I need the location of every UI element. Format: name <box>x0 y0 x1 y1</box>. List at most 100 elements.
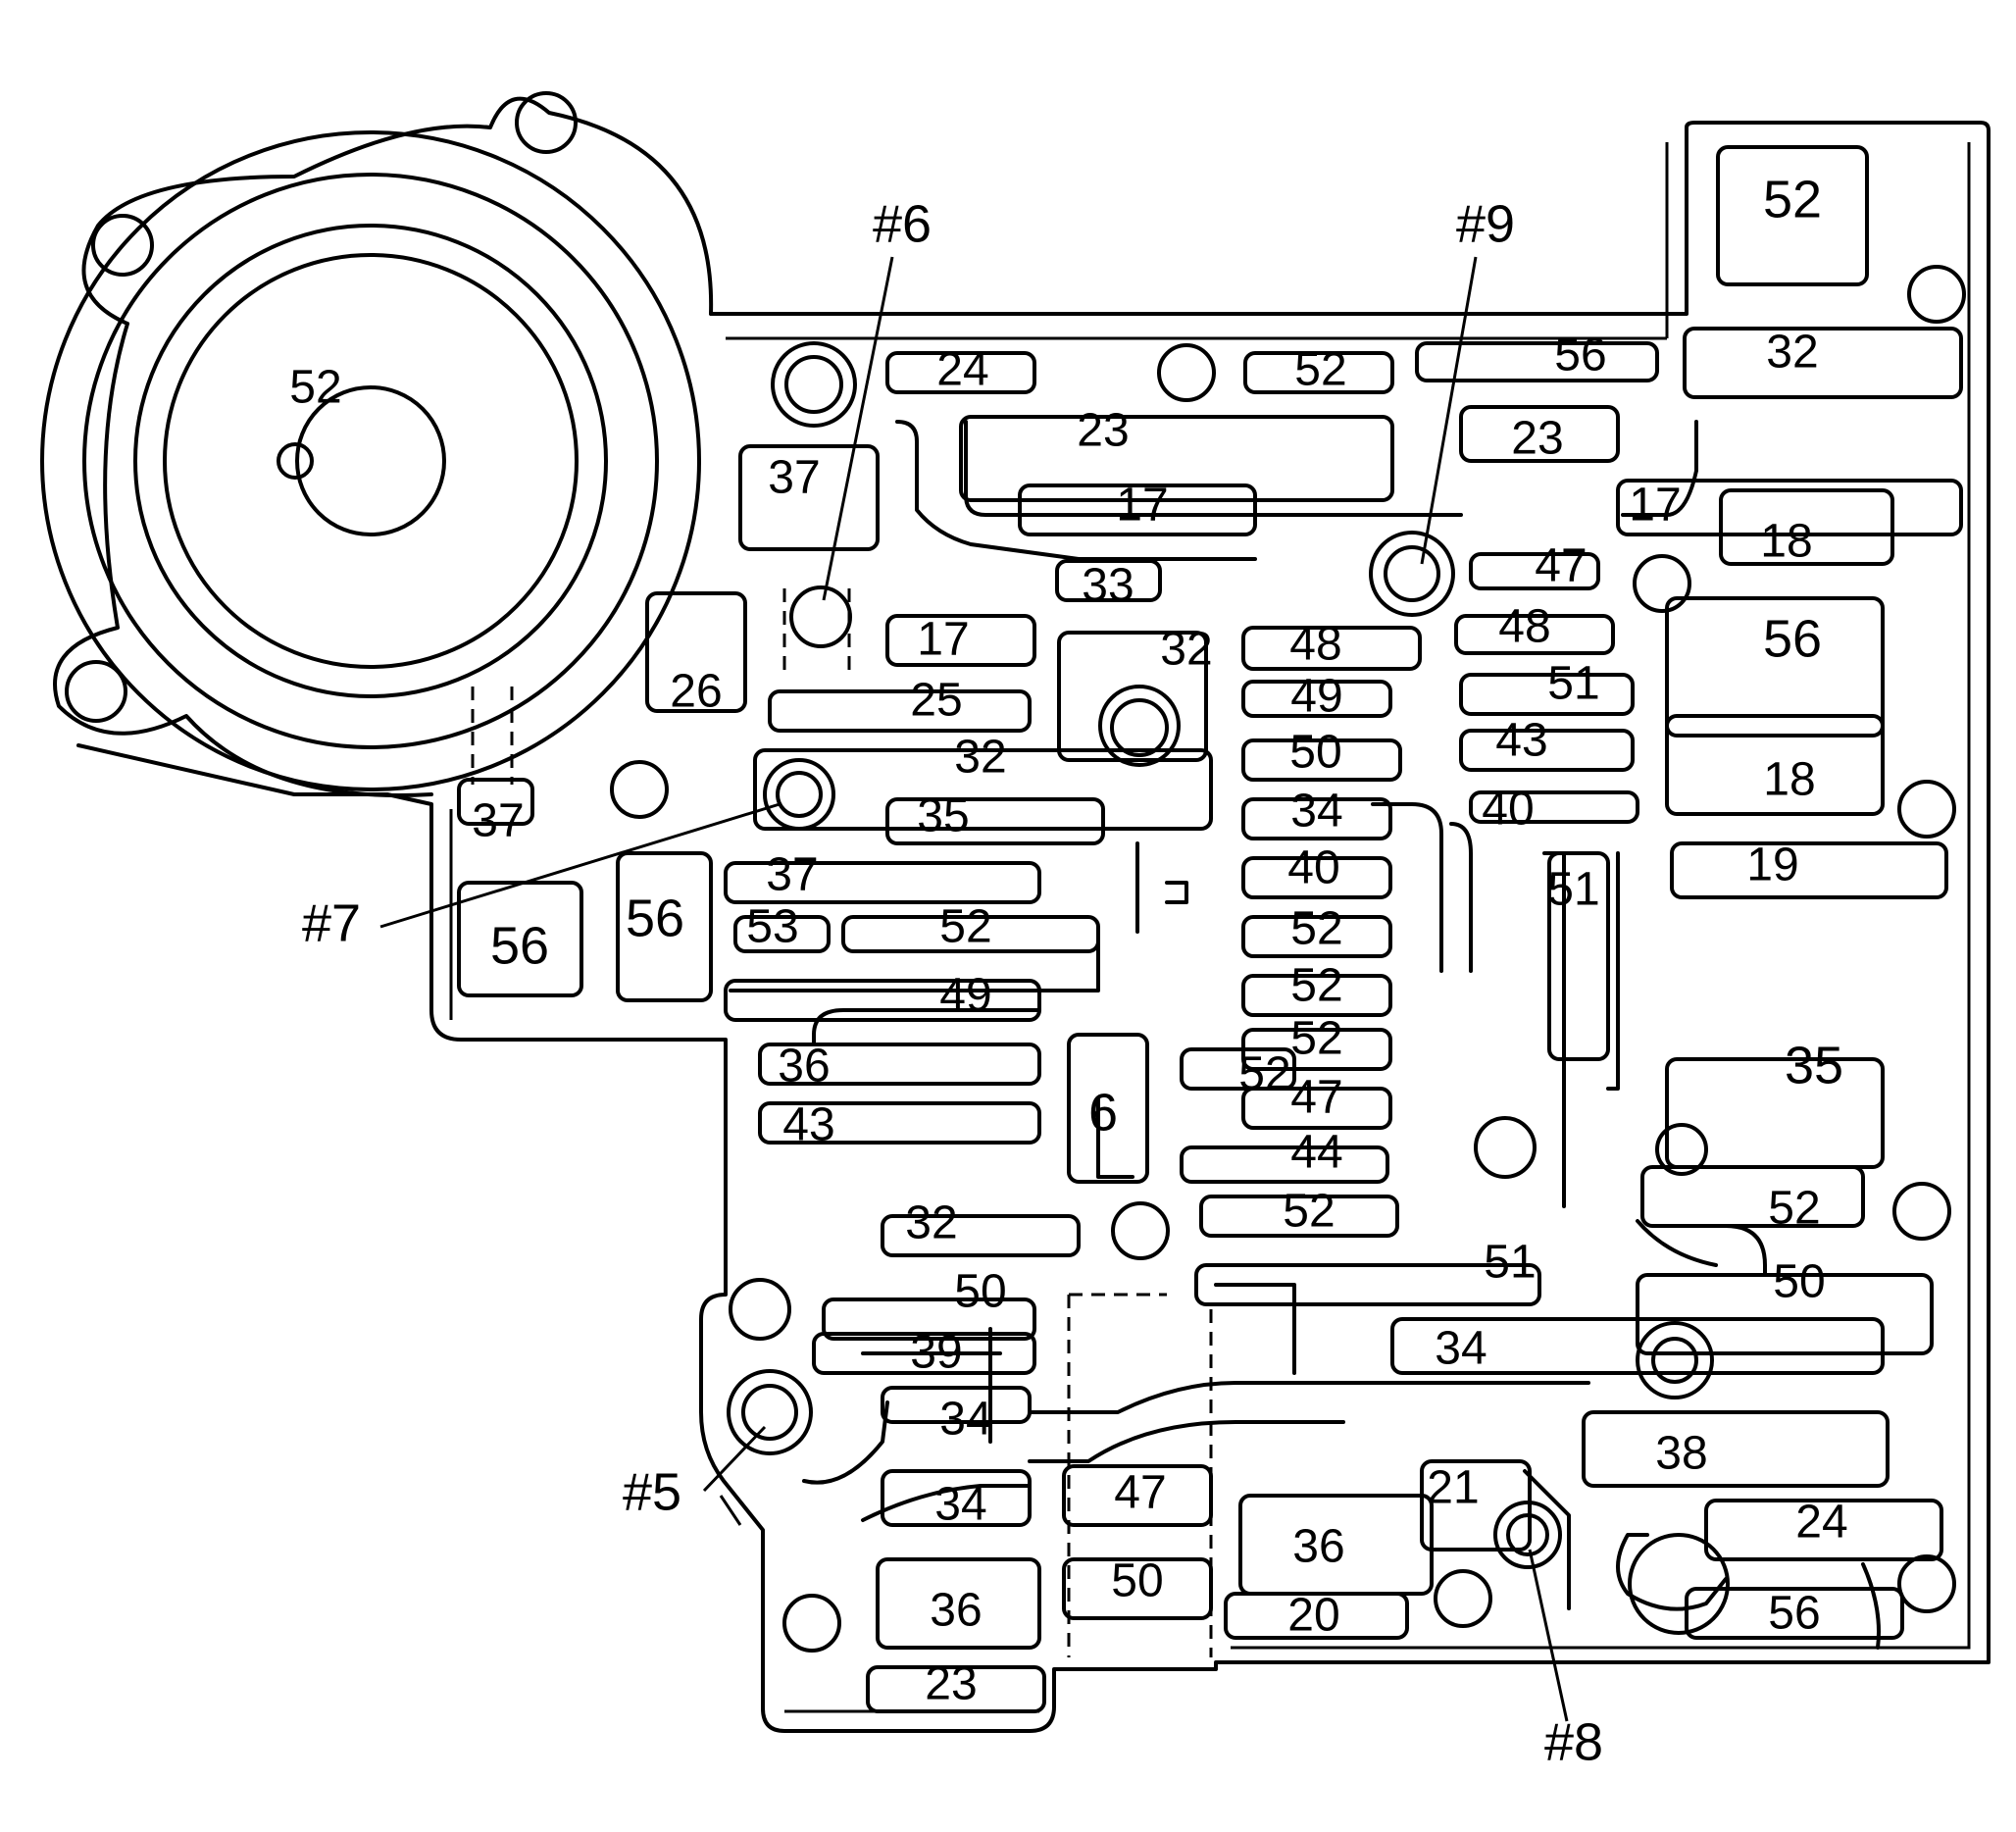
accumulator-port <box>277 442 314 480</box>
callout-7: #7 <box>302 893 361 952</box>
passage-32-outline <box>881 1214 1081 1257</box>
passage-label: 34 <box>939 1394 991 1446</box>
passage-label: 52 <box>939 901 991 953</box>
passage-34-outline <box>1390 1317 1885 1375</box>
passage-53-outline <box>733 915 831 953</box>
passage-label: 21 <box>1427 1462 1479 1514</box>
passage-48-outline <box>1241 626 1422 671</box>
passage-6-outline <box>1067 1033 1149 1184</box>
passage-44-outline <box>1180 1145 1389 1184</box>
passage-label: 24 <box>1795 1497 1847 1549</box>
passage-label: 49 <box>1290 671 1342 723</box>
passage-label: 36 <box>930 1585 982 1637</box>
passage-20-outline <box>1224 1592 1409 1640</box>
passage-51-outline <box>1194 1263 1541 1306</box>
passage-label: 17 <box>1116 480 1168 532</box>
passage-label: 40 <box>1287 842 1339 894</box>
passage-label: 33 <box>1082 560 1134 612</box>
passage-52-outline <box>1199 1195 1399 1238</box>
passage-label: 48 <box>1498 601 1550 653</box>
passage-23-outline <box>1459 405 1620 463</box>
passage-label: 17 <box>917 614 969 666</box>
bolt-hole <box>515 91 578 154</box>
passage-32-outline <box>1057 631 1208 762</box>
passage-label: 44 <box>1290 1127 1342 1179</box>
passage-label: 26 <box>670 666 722 718</box>
channel-strokes <box>729 420 1881 1657</box>
passage-43-outline <box>1459 729 1635 772</box>
passage-label: 52 <box>289 362 341 414</box>
passage-label: 40 <box>1482 784 1534 836</box>
passage-56-outline <box>616 851 713 1002</box>
callout-leaders <box>379 256 1569 1722</box>
passage-17-outline <box>1616 479 1963 536</box>
passage-24-outline <box>885 351 1036 394</box>
passage-56-outline <box>1415 341 1659 382</box>
passage-50-outline <box>822 1298 1036 1341</box>
callout-8: #8 <box>1544 1712 1603 1771</box>
passage-label: 35 <box>1785 1036 1843 1094</box>
passage-label: 56 <box>490 916 549 975</box>
passage-51-outline <box>1547 851 1610 1061</box>
check-ball-6 <box>789 585 852 648</box>
passage-label: 52 <box>1294 344 1346 396</box>
passage-23-outline <box>959 415 1394 502</box>
passage-37-outline <box>724 861 1041 904</box>
passage-label: 20 <box>1287 1590 1339 1642</box>
passage-36-outline <box>758 1043 1041 1086</box>
passage-label: 32 <box>905 1197 957 1249</box>
passage-35-outline <box>885 797 1105 845</box>
passage-label: 56 <box>1554 330 1606 382</box>
passage-47-outline <box>1469 552 1600 590</box>
passage-label: 51 <box>1547 864 1599 916</box>
passage-label: 23 <box>925 1658 977 1710</box>
passage-35-outline <box>1665 1057 1885 1169</box>
bolt-hole <box>91 214 154 277</box>
passage-label: 36 <box>1292 1521 1344 1573</box>
passage-label: 52 <box>1238 1048 1290 1100</box>
check-balls <box>727 531 1562 1569</box>
passage-49-outline <box>1241 680 1392 718</box>
passage-23-outline <box>866 1665 1046 1713</box>
passage-label: 32 <box>1766 327 1818 379</box>
passage-52-outline <box>1716 145 1869 286</box>
passage-label: 24 <box>936 344 988 396</box>
check-ball-9 <box>1384 545 1440 602</box>
passage-label: 52 <box>1290 1013 1342 1065</box>
passage-label: 23 <box>1511 413 1563 465</box>
passage-label: 52 <box>1290 960 1342 1012</box>
passage-label: 38 <box>1655 1428 1707 1480</box>
passage-40-outline <box>1469 790 1639 824</box>
passage-label: 18 <box>1760 516 1812 568</box>
passage-label: 47 <box>1114 1467 1166 1519</box>
passage-18-outline <box>1719 488 1894 566</box>
passage-40-outline <box>1241 856 1392 899</box>
accumulator-housing <box>40 91 714 797</box>
callout-6: #6 <box>873 194 932 253</box>
passage-label: 50 <box>1773 1256 1825 1308</box>
passage-18-outline <box>1665 714 1885 816</box>
passage-25-outline <box>768 689 1032 733</box>
passage-label: 37 <box>768 452 820 504</box>
passage-label: 32 <box>954 732 1006 784</box>
passage-26-outline <box>645 591 747 713</box>
passage-label: 47 <box>1535 540 1587 592</box>
passage-39-outline <box>812 1332 1036 1375</box>
passage-label: 23 <box>1077 405 1129 457</box>
passage-17-outline <box>1018 483 1257 536</box>
passage-52-outline <box>1180 1047 1296 1091</box>
passage-34-outline <box>1241 797 1392 840</box>
passage-48-outline <box>1454 614 1615 655</box>
passage-label: 56 <box>1763 609 1822 668</box>
passage-label: 34 <box>1290 786 1342 838</box>
callout-5: #5 <box>623 1462 681 1521</box>
valve-body-outline <box>76 121 1991 1733</box>
passage-52-outline <box>1243 351 1394 394</box>
passage-label: 49 <box>939 970 991 1022</box>
passage-label: 51 <box>1484 1237 1536 1289</box>
passage-37-outline <box>457 778 534 826</box>
passage-label: 52 <box>1768 1183 1820 1235</box>
passage-label: 47 <box>1290 1072 1342 1124</box>
